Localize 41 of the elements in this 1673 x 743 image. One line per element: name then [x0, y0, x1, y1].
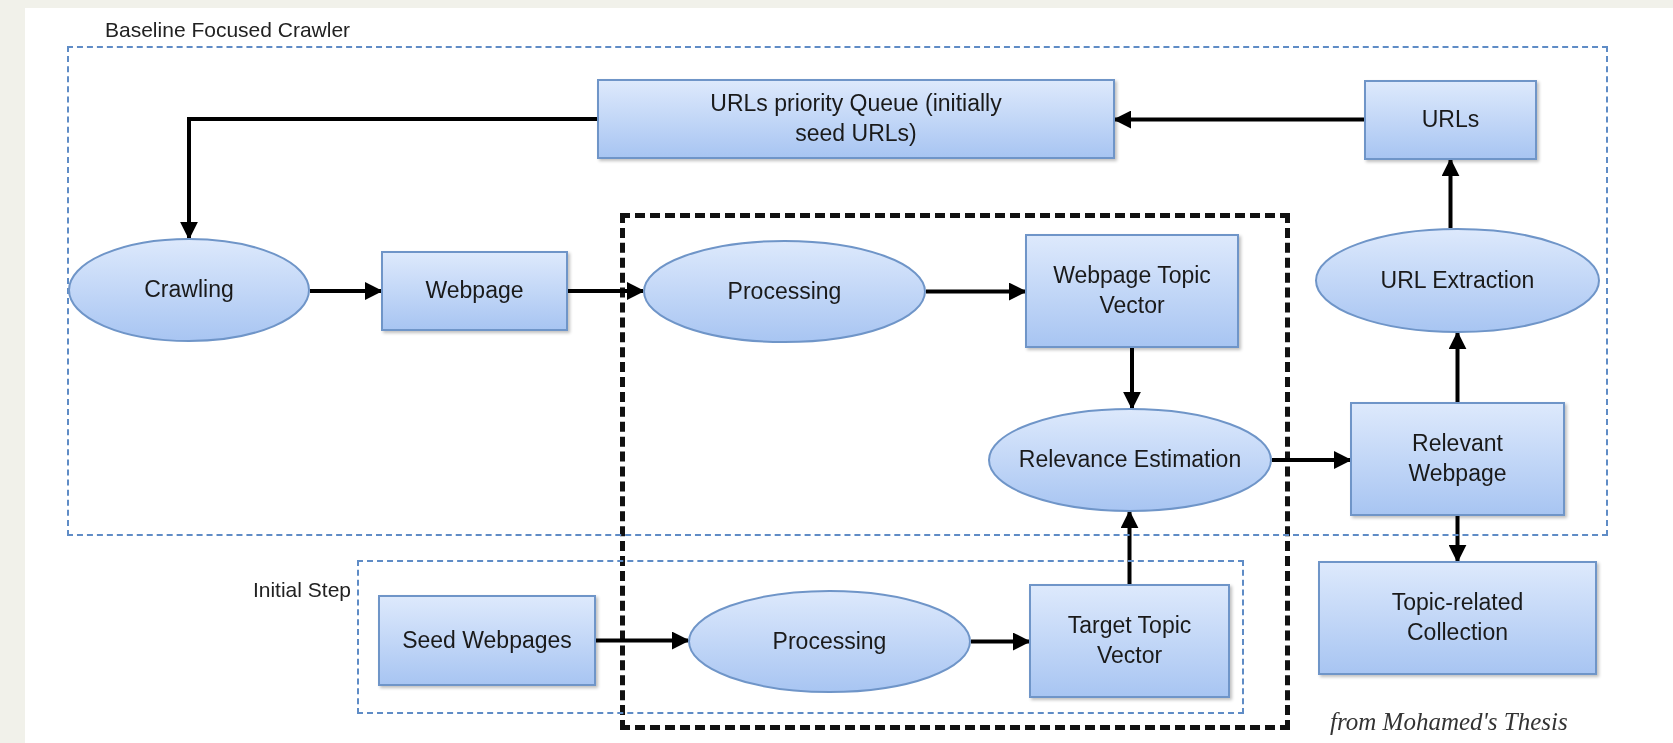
- process-ellipse: [688, 590, 971, 693]
- caption: from Mohamed's Thesis: [1330, 708, 1568, 736]
- process-box: [1350, 402, 1565, 516]
- process-box: [1025, 234, 1239, 348]
- arrow: [926, 282, 1027, 301]
- group-heading: Baseline Focused Crawler: [105, 18, 351, 42]
- process-box: [381, 251, 568, 331]
- node-label: Relevant Webpage: [1407, 429, 1508, 488]
- node-label: Crawling: [143, 275, 235, 305]
- output-box: [1318, 561, 1597, 675]
- process-ellipse: [1315, 228, 1600, 333]
- queue-box: [597, 79, 1115, 159]
- arrow: [1441, 158, 1460, 229]
- arrow: [1448, 516, 1467, 563]
- process-box: [378, 595, 596, 686]
- group-heading: Initial Step: [252, 578, 351, 602]
- node-label: Topic-related Collection: [1390, 588, 1525, 647]
- arrow: [971, 632, 1031, 651]
- arrow: [1120, 510, 1139, 584]
- node-label: Webpage: [424, 276, 525, 306]
- node-label: Webpage Topic Vector: [1052, 261, 1212, 320]
- node-label: Relevance Estimation: [1017, 445, 1243, 475]
- process-box: [1364, 80, 1537, 160]
- node-label: URL Extraction: [1379, 265, 1536, 295]
- process-ellipse: [988, 408, 1272, 512]
- node-label: Processing: [771, 626, 888, 656]
- node-label: URLs: [1420, 105, 1481, 135]
- arrow: [1448, 331, 1467, 402]
- node-label: Target Topic Vector: [1066, 611, 1193, 670]
- process-box: [1029, 584, 1230, 698]
- arrow: [1272, 451, 1352, 469]
- node-label: URLs priority Queue (initially seed URLs): [709, 89, 1003, 148]
- process-ellipse: [643, 240, 926, 343]
- node-label: Processing: [726, 276, 843, 306]
- arrow: [596, 631, 690, 650]
- arrow: [180, 117, 597, 240]
- node-label: Seed Webpages: [401, 625, 573, 655]
- arrow: [1123, 348, 1141, 410]
- arrow: [310, 282, 383, 300]
- arrow: [568, 282, 645, 300]
- process-ellipse: [68, 238, 310, 342]
